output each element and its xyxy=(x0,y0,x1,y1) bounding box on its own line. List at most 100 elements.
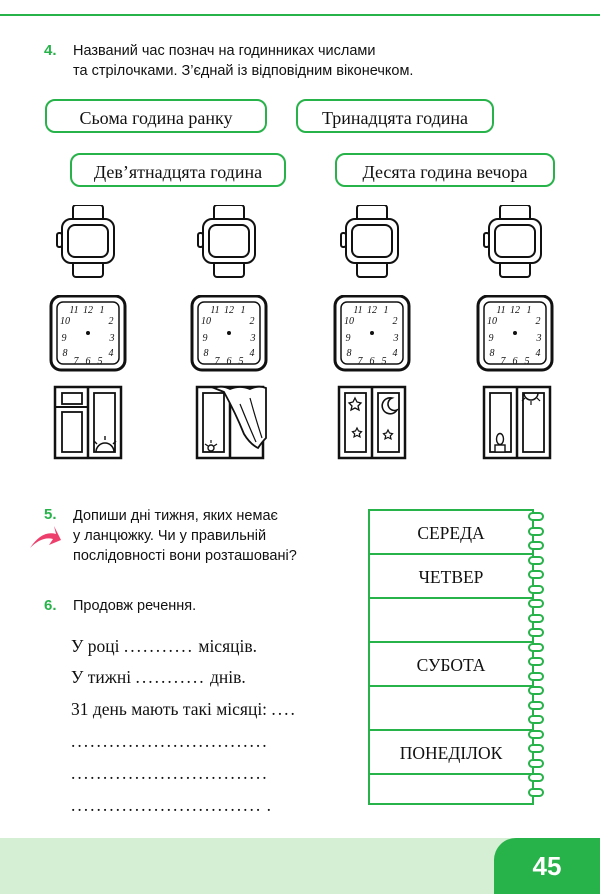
clock-number: 1 xyxy=(527,305,532,316)
chain-ring xyxy=(528,584,544,594)
wristwatch-icon[interactable] xyxy=(56,205,115,278)
clock-number: 6 xyxy=(227,356,232,367)
option-ten-pm[interactable]: Десята година вечора xyxy=(335,153,555,187)
sentence-31-days-start: 31 день мають такі місяці: xyxy=(71,699,268,719)
chain-ring xyxy=(528,642,544,652)
chain-ring xyxy=(528,787,544,797)
chain-ring xyxy=(528,657,544,666)
clock-number: 9 xyxy=(489,333,494,344)
chain-ring xyxy=(528,628,544,637)
fill-in-days[interactable]: ........... xyxy=(135,667,206,687)
chain-day-2[interactable]: ЧЕТВЕР xyxy=(370,555,532,599)
sentence-days: У тижні ........... днів. xyxy=(71,667,246,688)
windows-row xyxy=(53,385,552,460)
moon-icon xyxy=(381,397,399,415)
option-thirteen[interactable]: Тринадцята година xyxy=(296,99,494,133)
pointer-arrow-icon xyxy=(30,526,61,548)
clock-number: 12 xyxy=(367,305,377,316)
sentence-months: У році ........... місяців. xyxy=(71,636,257,657)
chain-day-3[interactable] xyxy=(370,599,532,643)
clock-number: 7 xyxy=(501,356,507,367)
chain-ring xyxy=(528,773,544,782)
clock-number: 12 xyxy=(224,305,234,316)
clock-number: 3 xyxy=(536,333,542,344)
chain-ring xyxy=(528,541,544,550)
chain-ring xyxy=(528,526,544,536)
clock-center xyxy=(370,331,374,335)
chain-ring xyxy=(528,700,544,710)
clock-number: 2 xyxy=(109,316,114,327)
clock-number: 3 xyxy=(393,333,399,344)
answer-line-3-dots: .............................. xyxy=(71,795,263,815)
chain-day-5[interactable] xyxy=(370,687,532,731)
window-day[interactable] xyxy=(482,385,552,460)
window-curtain[interactable] xyxy=(195,385,267,460)
window-sunrise[interactable] xyxy=(53,385,123,460)
clock-number: 4 xyxy=(393,348,398,359)
wristwatch-icon[interactable] xyxy=(197,205,256,278)
page-number: 45 xyxy=(494,838,600,894)
task-5-number: 5. xyxy=(44,506,57,523)
clock-number: 9 xyxy=(203,333,208,344)
chain-day-1[interactable]: СЕРЕДА xyxy=(370,511,532,555)
clock-center xyxy=(513,331,517,335)
window-night[interactable] xyxy=(337,385,407,460)
fill-in-31-days[interactable]: .... xyxy=(271,699,297,719)
chain-ring xyxy=(528,555,544,565)
chain-ring xyxy=(528,686,544,695)
watches-row xyxy=(56,205,542,278)
clock-number: 2 xyxy=(393,316,398,327)
answer-line-3[interactable]: .............................. . xyxy=(71,795,271,816)
clock-number: 2 xyxy=(536,316,541,327)
sentence-months-start: У році xyxy=(71,636,120,656)
chain-day-6[interactable]: ПОНЕДІЛОК xyxy=(370,731,532,775)
sun-icon xyxy=(95,442,115,453)
sentence-days-end: днів. xyxy=(209,667,246,687)
clock-number: 5 xyxy=(525,356,530,367)
clock-number: 11 xyxy=(353,305,362,316)
clock-number: 11 xyxy=(496,305,505,316)
sentence-months-end: місяців. xyxy=(198,636,257,656)
clock-number: 8 xyxy=(347,348,352,359)
clock-number: 3 xyxy=(109,333,115,344)
clock-number: 4 xyxy=(250,348,255,359)
chain-ring xyxy=(528,758,544,768)
answer-line-2[interactable]: ............................... xyxy=(71,763,269,783)
task-6-title: Продовж речення. xyxy=(73,598,197,614)
clock-number: 5 xyxy=(239,356,244,367)
clock-number: 10 xyxy=(344,316,354,327)
clock-number: 9 xyxy=(346,333,351,344)
wristwatch-icon[interactable] xyxy=(483,205,542,278)
clock-number: 12 xyxy=(83,305,93,316)
task-4-line-2: та стрілочками. З’єднай із відповідним в… xyxy=(73,63,414,79)
clock-number: 8 xyxy=(490,348,495,359)
chain-ring xyxy=(528,715,544,724)
task-4-line-1: Названий час познач на годинниках числам… xyxy=(73,43,376,59)
clock-number: 2 xyxy=(250,316,255,327)
sentence-31-days: 31 день мають такі місяці: .... xyxy=(71,699,297,720)
clock-number: 8 xyxy=(63,348,68,359)
clock-number: 7 xyxy=(74,356,80,367)
clock-number: 6 xyxy=(86,356,91,367)
option-seven-am[interactable]: Сьома година ранку xyxy=(45,99,267,133)
plant-pot-icon xyxy=(494,444,506,453)
chain-ring xyxy=(528,671,544,681)
wristwatch-icon[interactable] xyxy=(340,205,399,278)
task-5-line-1: Допиши дні тижня, яких немає xyxy=(73,508,278,524)
clock-number: 10 xyxy=(487,316,497,327)
option-nineteen[interactable]: Дев’ятнадцята година xyxy=(70,153,286,187)
fill-in-months[interactable]: ........... xyxy=(123,636,194,656)
task-6-number: 6. xyxy=(44,597,57,614)
chain-day-7[interactable] xyxy=(370,775,532,803)
clock-center xyxy=(86,331,90,335)
task-5-line-3: послідовності вони розташовані? xyxy=(73,548,297,564)
clock-number: 7 xyxy=(358,356,364,367)
answer-line-1[interactable]: ............................... xyxy=(71,731,269,751)
clock-number: 8 xyxy=(204,348,209,359)
chain-day-4[interactable]: СУБОТА xyxy=(370,643,532,687)
